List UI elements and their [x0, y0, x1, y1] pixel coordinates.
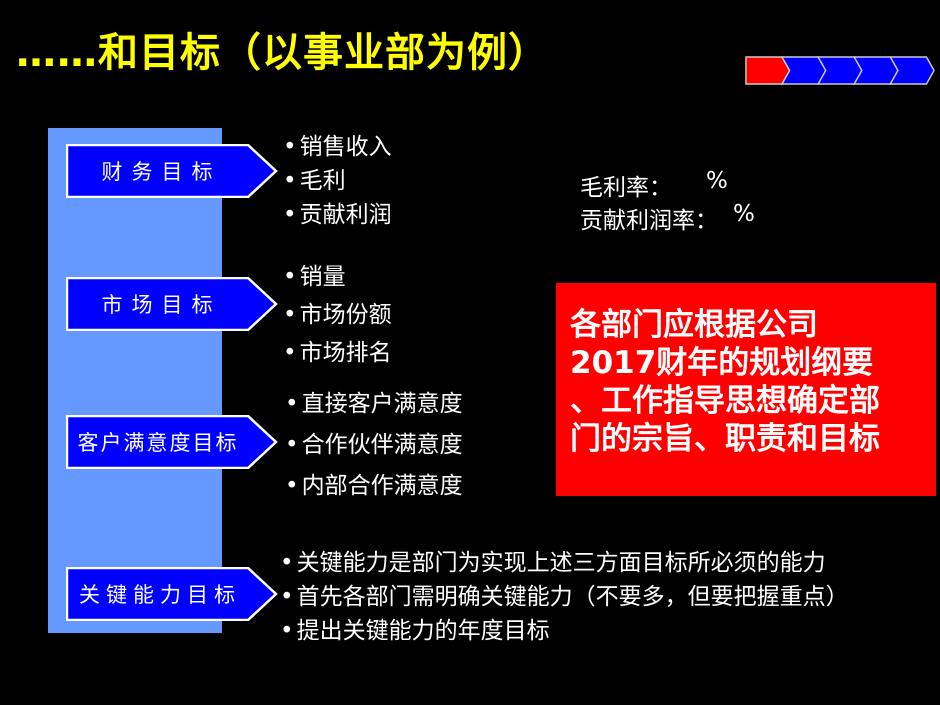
list-item: •内部合作满意度: [285, 466, 463, 507]
bullet-icon: •: [280, 550, 294, 576]
goal-arrow-market: 市场目标: [66, 277, 278, 331]
callout-line: 2017财年的规划纲要: [570, 345, 874, 381]
arrow-polygon: [66, 144, 278, 198]
bullet-icon: •: [280, 584, 294, 610]
arrow-shape: [66, 277, 278, 331]
bullet-icon: •: [283, 302, 297, 328]
list-item-text: 贡献利润: [299, 202, 392, 228]
callout-line: 门的宗旨、职责和目标: [570, 421, 880, 457]
progress-chevron-strip: [745, 56, 935, 85]
list-item: •市场排名: [283, 334, 392, 372]
list-item: •首先各部门需明确关键能力（不要多，但要把握重点）: [280, 580, 849, 614]
satisfaction-bullet-list: •直接客户满意度 •合作伙伴满意度 •内部合作满意度: [285, 384, 463, 507]
list-item: •关键能力是部门为实现上述三方面目标所必须的能力: [280, 546, 849, 580]
list-item: •销售收入: [283, 130, 392, 164]
arrow-shape: [66, 567, 278, 621]
list-item: •直接客户满意度: [285, 384, 463, 425]
goal-arrow-label: 财务目标: [101, 160, 222, 184]
list-item: •提出关键能力的年度目标: [280, 614, 849, 648]
capability-bullet-list: •关键能力是部门为实现上述三方面目标所必须的能力 •首先各部门需明确关键能力（不…: [280, 546, 849, 648]
progress-segment-active: [745, 56, 791, 85]
bullet-icon: •: [285, 473, 299, 499]
rate-value: %: [706, 168, 728, 194]
market-bullet-list: •销量 •市场份额 •市场排名: [283, 258, 392, 372]
list-item: •市场份额: [283, 296, 392, 334]
goal-arrow-capability: 关键能力目标: [66, 567, 278, 621]
callout-line: 各部门应根据公司: [570, 307, 818, 343]
arrow-shape: [66, 144, 278, 198]
list-item-text: 市场份额: [299, 302, 392, 328]
list-item-text: 销量: [299, 264, 346, 290]
list-item-text: 提出关键能力的年度目标: [296, 618, 550, 644]
goal-arrow-satisfaction: 客户满意度目标: [66, 415, 278, 469]
bullet-icon: •: [285, 432, 299, 458]
list-item-text: 内部合作满意度: [301, 473, 463, 499]
list-item-text: 首先各部门需明确关键能力（不要多，但要把握重点）: [296, 584, 849, 610]
list-item-text: 合作伙伴满意度: [301, 432, 463, 458]
rate-label: 贡献利润率：: [580, 208, 718, 234]
list-item: •毛利: [283, 164, 392, 198]
arrow-polygon: [66, 415, 278, 469]
bullet-icon: •: [283, 134, 297, 160]
arrow-shape: [66, 415, 278, 469]
goal-arrow-financial: 财务目标: [66, 144, 278, 198]
category-column: [48, 128, 222, 633]
list-item-text: 毛利: [299, 168, 346, 194]
bullet-icon: •: [285, 391, 299, 417]
gross-margin-rate-row: 毛利率： %: [580, 168, 800, 202]
list-item-text: 市场排名: [299, 340, 392, 366]
callout-box: 各部门应根据公司 2017财年的规划纲要 、工作指导思想确定部 门的宗旨、职责和…: [556, 283, 936, 496]
financial-bullet-list: •销售收入 •毛利 •贡献利润: [283, 130, 392, 232]
rate-label: 毛利率：: [580, 175, 672, 201]
list-item-text: 关键能力是部门为实现上述三方面目标所必须的能力: [296, 550, 826, 576]
bullet-icon: •: [283, 202, 297, 228]
goal-arrow-label: 市场目标: [101, 293, 222, 317]
arrow-polygon: [66, 567, 278, 621]
page-title: ……和目标（以事业部为例）: [16, 30, 549, 76]
callout-line: 、工作指导思想确定部: [570, 383, 880, 419]
arrow-polygon: [66, 277, 278, 331]
contribution-margin-rate-row: 贡献利润率： %: [580, 201, 800, 235]
list-item-text: 直接客户满意度: [301, 391, 463, 417]
progress-segment: [889, 56, 935, 85]
rate-value: %: [733, 201, 755, 227]
list-item: •贡献利润: [283, 198, 392, 232]
bullet-icon: •: [283, 264, 297, 290]
bullet-icon: •: [283, 340, 297, 366]
goal-arrow-label: 客户满意度目标: [77, 431, 239, 455]
list-item: •销量: [283, 258, 392, 296]
list-item-text: 销售收入: [299, 134, 392, 160]
goal-arrow-label: 关键能力目标: [79, 583, 241, 607]
bullet-icon: •: [280, 618, 294, 644]
list-item: •合作伙伴满意度: [285, 425, 463, 466]
bullet-icon: •: [283, 168, 297, 194]
